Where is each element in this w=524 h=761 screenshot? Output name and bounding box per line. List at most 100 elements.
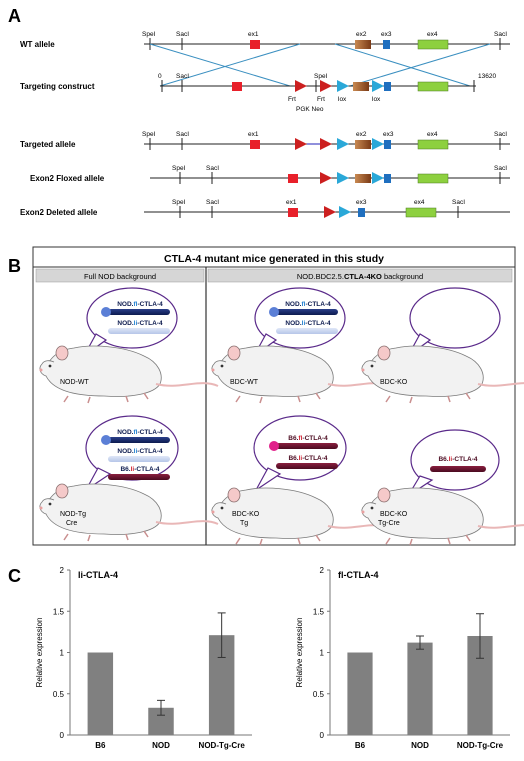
panel-b-letter: B [8, 256, 21, 276]
y-tick-label: 0 [60, 731, 65, 740]
bar [347, 652, 373, 735]
mouse-label: BDC-KO [380, 379, 408, 386]
exon-label: ex4 [427, 31, 438, 38]
exon-label: ex4 [427, 131, 438, 138]
x-tick-label: NOD [152, 741, 170, 750]
panel-a-letter: A [8, 6, 21, 26]
right-header: NOD.BDC2.5.CTLA-4KO background [297, 272, 423, 281]
exon-2 [355, 174, 371, 183]
frt-triangle [295, 138, 307, 150]
site-saci: SacI [206, 199, 219, 206]
isoform-label: B6.li-CTLA-4 [120, 466, 159, 473]
mouse-bdc-ko-tg: B6.fl-CTLA-4 B6.li-CTLA-4 BDC-KO Tg [210, 415, 391, 546]
lox-triangle [337, 138, 349, 150]
exon-2 [355, 40, 371, 49]
membrane-domain-icon [101, 307, 111, 317]
frt-triangle [324, 206, 336, 218]
exon-1 [288, 208, 298, 217]
exon-label: ex3 [356, 199, 367, 206]
chart-title: li-CTLA-4 [78, 570, 118, 580]
site-saci: SacI [176, 131, 189, 138]
exon-4 [417, 39, 449, 50]
mouse-bdc-ko: BDC-KO [360, 287, 524, 404]
y-tick-label: 1 [60, 649, 65, 658]
exon-label: ex3 [381, 31, 392, 38]
y-tick-label: 2 [60, 566, 65, 575]
left-header: Full NOD background [84, 272, 156, 281]
lox-label: lox [338, 96, 347, 103]
y-tick-label: 1 [320, 649, 325, 658]
row-label-targeted-allele: Targeted allele [20, 140, 76, 149]
mouse-label-line2: Tg [240, 520, 248, 527]
mouse-bdc-ko-tg-cre: B6.li-CTLA-4 BDC-KO Tg-Cre [360, 429, 524, 546]
row-label-deleted-allele: Exon2 Deleted allele [20, 208, 98, 217]
site-saci: SacI [452, 199, 465, 206]
site-spei: SpeI [314, 73, 328, 80]
isoform-label: NOD.li-CTLA-4 [285, 320, 331, 327]
panel-b-title: CTLA-4 mutant mice generated in this stu… [164, 253, 384, 265]
frt-triangle [295, 80, 307, 92]
y-axis-label: Relative expression [35, 618, 44, 688]
exon-2 [353, 82, 369, 91]
exon-2 [355, 140, 371, 149]
frt-triangle [320, 80, 332, 92]
lox-triangle [372, 172, 384, 184]
site-saci: SacI [206, 165, 219, 172]
x-tick-label: NOD-Tg-Cre [199, 741, 246, 750]
site-saci: SacI [494, 165, 507, 172]
floxed-allele-row: Exon2 Floxed allele SpeI SacI SacI [30, 165, 510, 184]
crossover-lines [149, 43, 491, 87]
x-tick-label: B6 [355, 741, 366, 750]
mouse-label: NOD-WT [60, 379, 89, 386]
exon-label: ex2 [356, 131, 367, 138]
mouse-label: NOD-Tg [60, 511, 86, 518]
bar [87, 652, 114, 735]
bar [407, 642, 433, 735]
exon-label: ex1 [248, 31, 259, 38]
exon-1 [288, 174, 298, 183]
exon-4 [417, 139, 449, 150]
lox-label: lox [372, 96, 381, 103]
site-saci: SacI [494, 131, 507, 138]
exon-3 [384, 174, 391, 183]
isoform-label: B6.fl-CTLA-4 [288, 435, 328, 442]
lox-triangle [372, 138, 384, 150]
site-spei: SpeI [142, 131, 156, 138]
site-saci: SacI [176, 31, 189, 38]
isoform-label: NOD.li-CTLA-4 [117, 448, 163, 455]
isoform-label: B6.li-CTLA-4 [438, 456, 477, 463]
site-saci: SacI [176, 73, 189, 80]
deleted-allele-row: Exon2 Deleted allele SpeI SacI SacI ex1 … [20, 199, 510, 218]
exon-3 [358, 208, 365, 217]
exon-1 [250, 40, 260, 49]
mouse-label-line2: Tg-Cre [378, 520, 400, 527]
membrane-domain-icon [269, 307, 279, 317]
y-tick-label: 1.5 [53, 607, 65, 616]
row-label-wt-allele: WT allele [20, 40, 55, 49]
isoform-label: NOD.fl-CTLA-4 [117, 301, 163, 308]
pgk-neo-label: PGK Neo [296, 106, 324, 113]
y-tick-label: 0.5 [313, 690, 325, 699]
isoform-label: NOD.fl-CTLA-4 [285, 301, 331, 308]
site-saci: SacI [494, 31, 507, 38]
chart-title: fl-CTLA-4 [338, 570, 379, 580]
y-tick-label: 1.5 [313, 607, 325, 616]
lox-triangle [372, 80, 384, 92]
frt-triangle [320, 138, 332, 150]
exon-1 [232, 82, 242, 91]
exon-4 [417, 173, 449, 184]
frt-label: Frt [317, 96, 325, 103]
lox-triangle [337, 80, 349, 92]
site-spei: SpeI [172, 165, 186, 172]
mouse-nod-tg-cre: NOD.fl-CTLA-4 NOD.li-CTLA-4 B6.li-CTLA-4… [38, 415, 219, 542]
coord-start: 0 [158, 73, 162, 80]
exon-label: ex1 [286, 199, 297, 206]
targeted-allele-row: Targeted allele SpeI SacI SacI ex1 ex2 e… [20, 131, 510, 150]
lox-triangle [339, 206, 351, 218]
frt-triangle [320, 172, 332, 184]
exon-label: ex3 [383, 131, 394, 138]
mouse-nod-wt: NOD.fl-CTLA-4 NOD.li-CTLA-4 NOD-WT [38, 287, 219, 404]
exon-3 [384, 82, 391, 91]
panel-c-letter: C [8, 566, 21, 586]
